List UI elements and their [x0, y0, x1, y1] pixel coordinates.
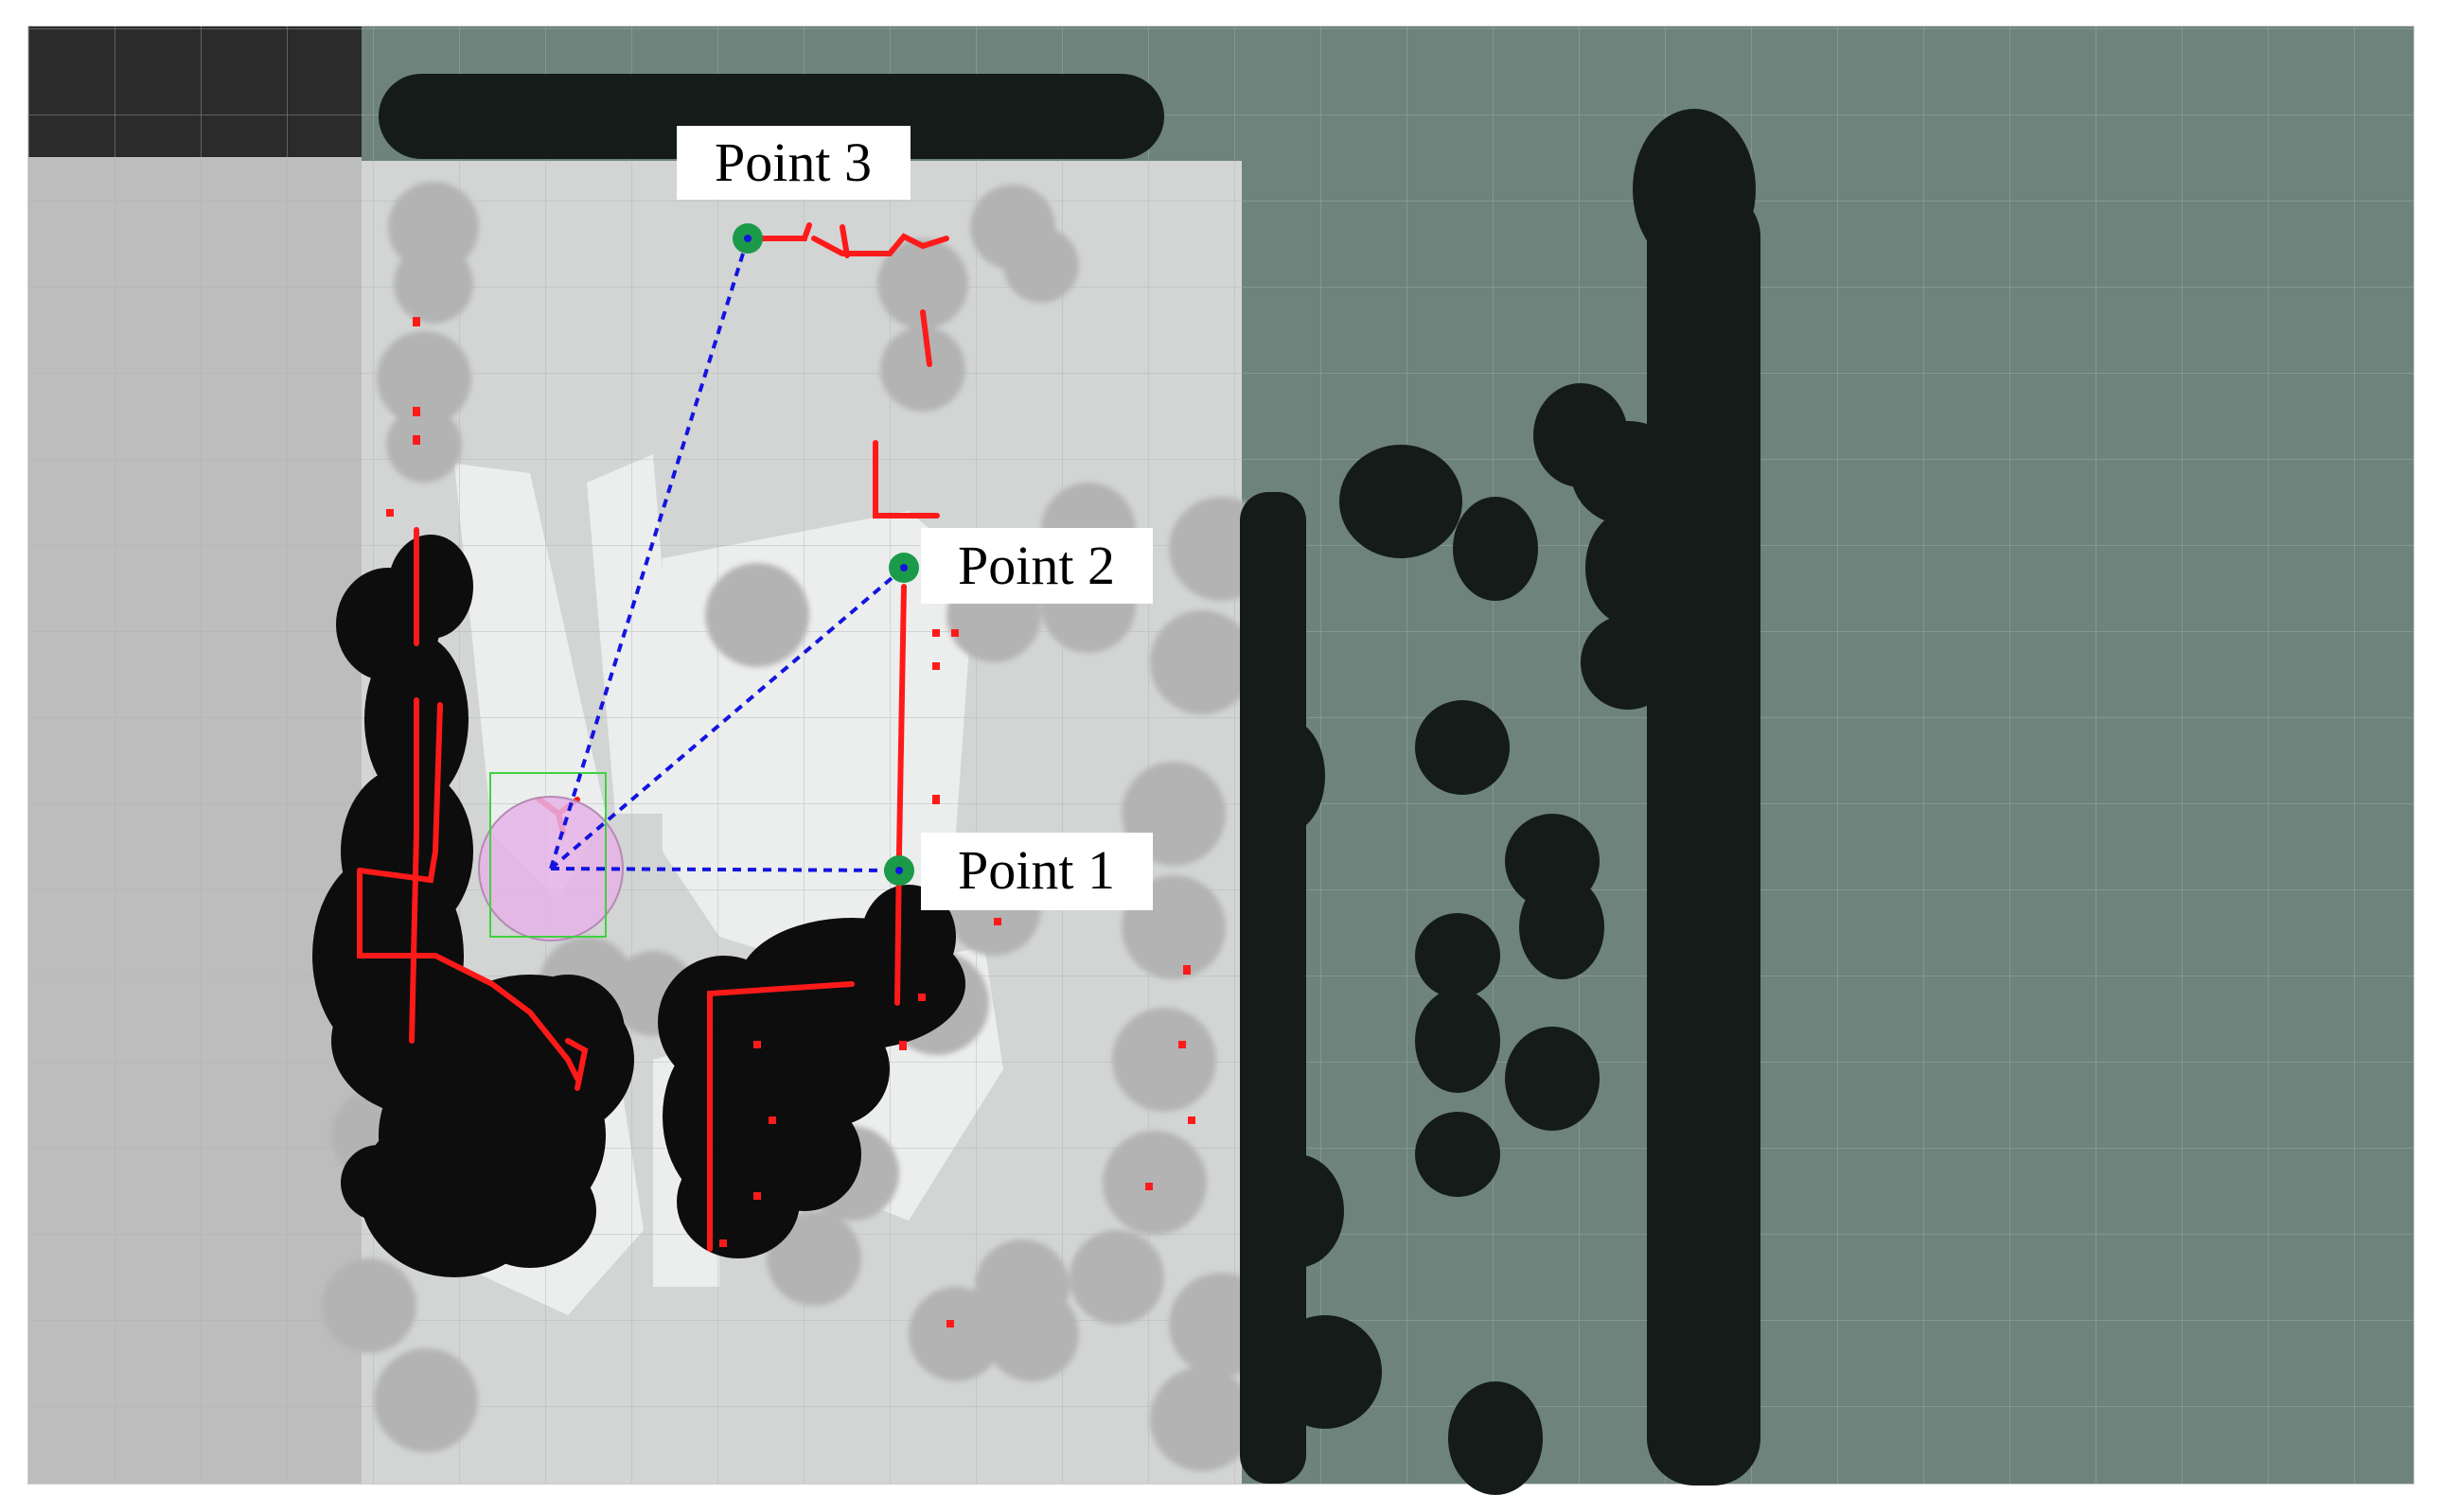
waypoint-point-2[interactable]: Point 2	[889, 528, 1153, 604]
path-to-point-3	[549, 237, 750, 870]
waypoint-label: Point 1	[958, 839, 1115, 901]
waypoint-point-1[interactable]: Point 1	[884, 833, 1153, 910]
path-to-point-1	[550, 867, 900, 872]
global-obstacles	[379, 74, 1760, 1495]
path-to-point-2	[549, 566, 906, 870]
laser-scan-dots	[386, 317, 1195, 1327]
path-lines	[549, 237, 906, 872]
waypoint-label: Point 2	[958, 535, 1115, 596]
waypoint-label-box	[921, 833, 1153, 910]
waypoint-label-box	[921, 528, 1153, 604]
waypoint-label-box	[677, 126, 911, 200]
waypoint-point-3[interactable]: Point 3	[677, 126, 911, 254]
local-obstacles	[312, 535, 965, 1277]
waypoint-label: Point 3	[715, 132, 872, 193]
